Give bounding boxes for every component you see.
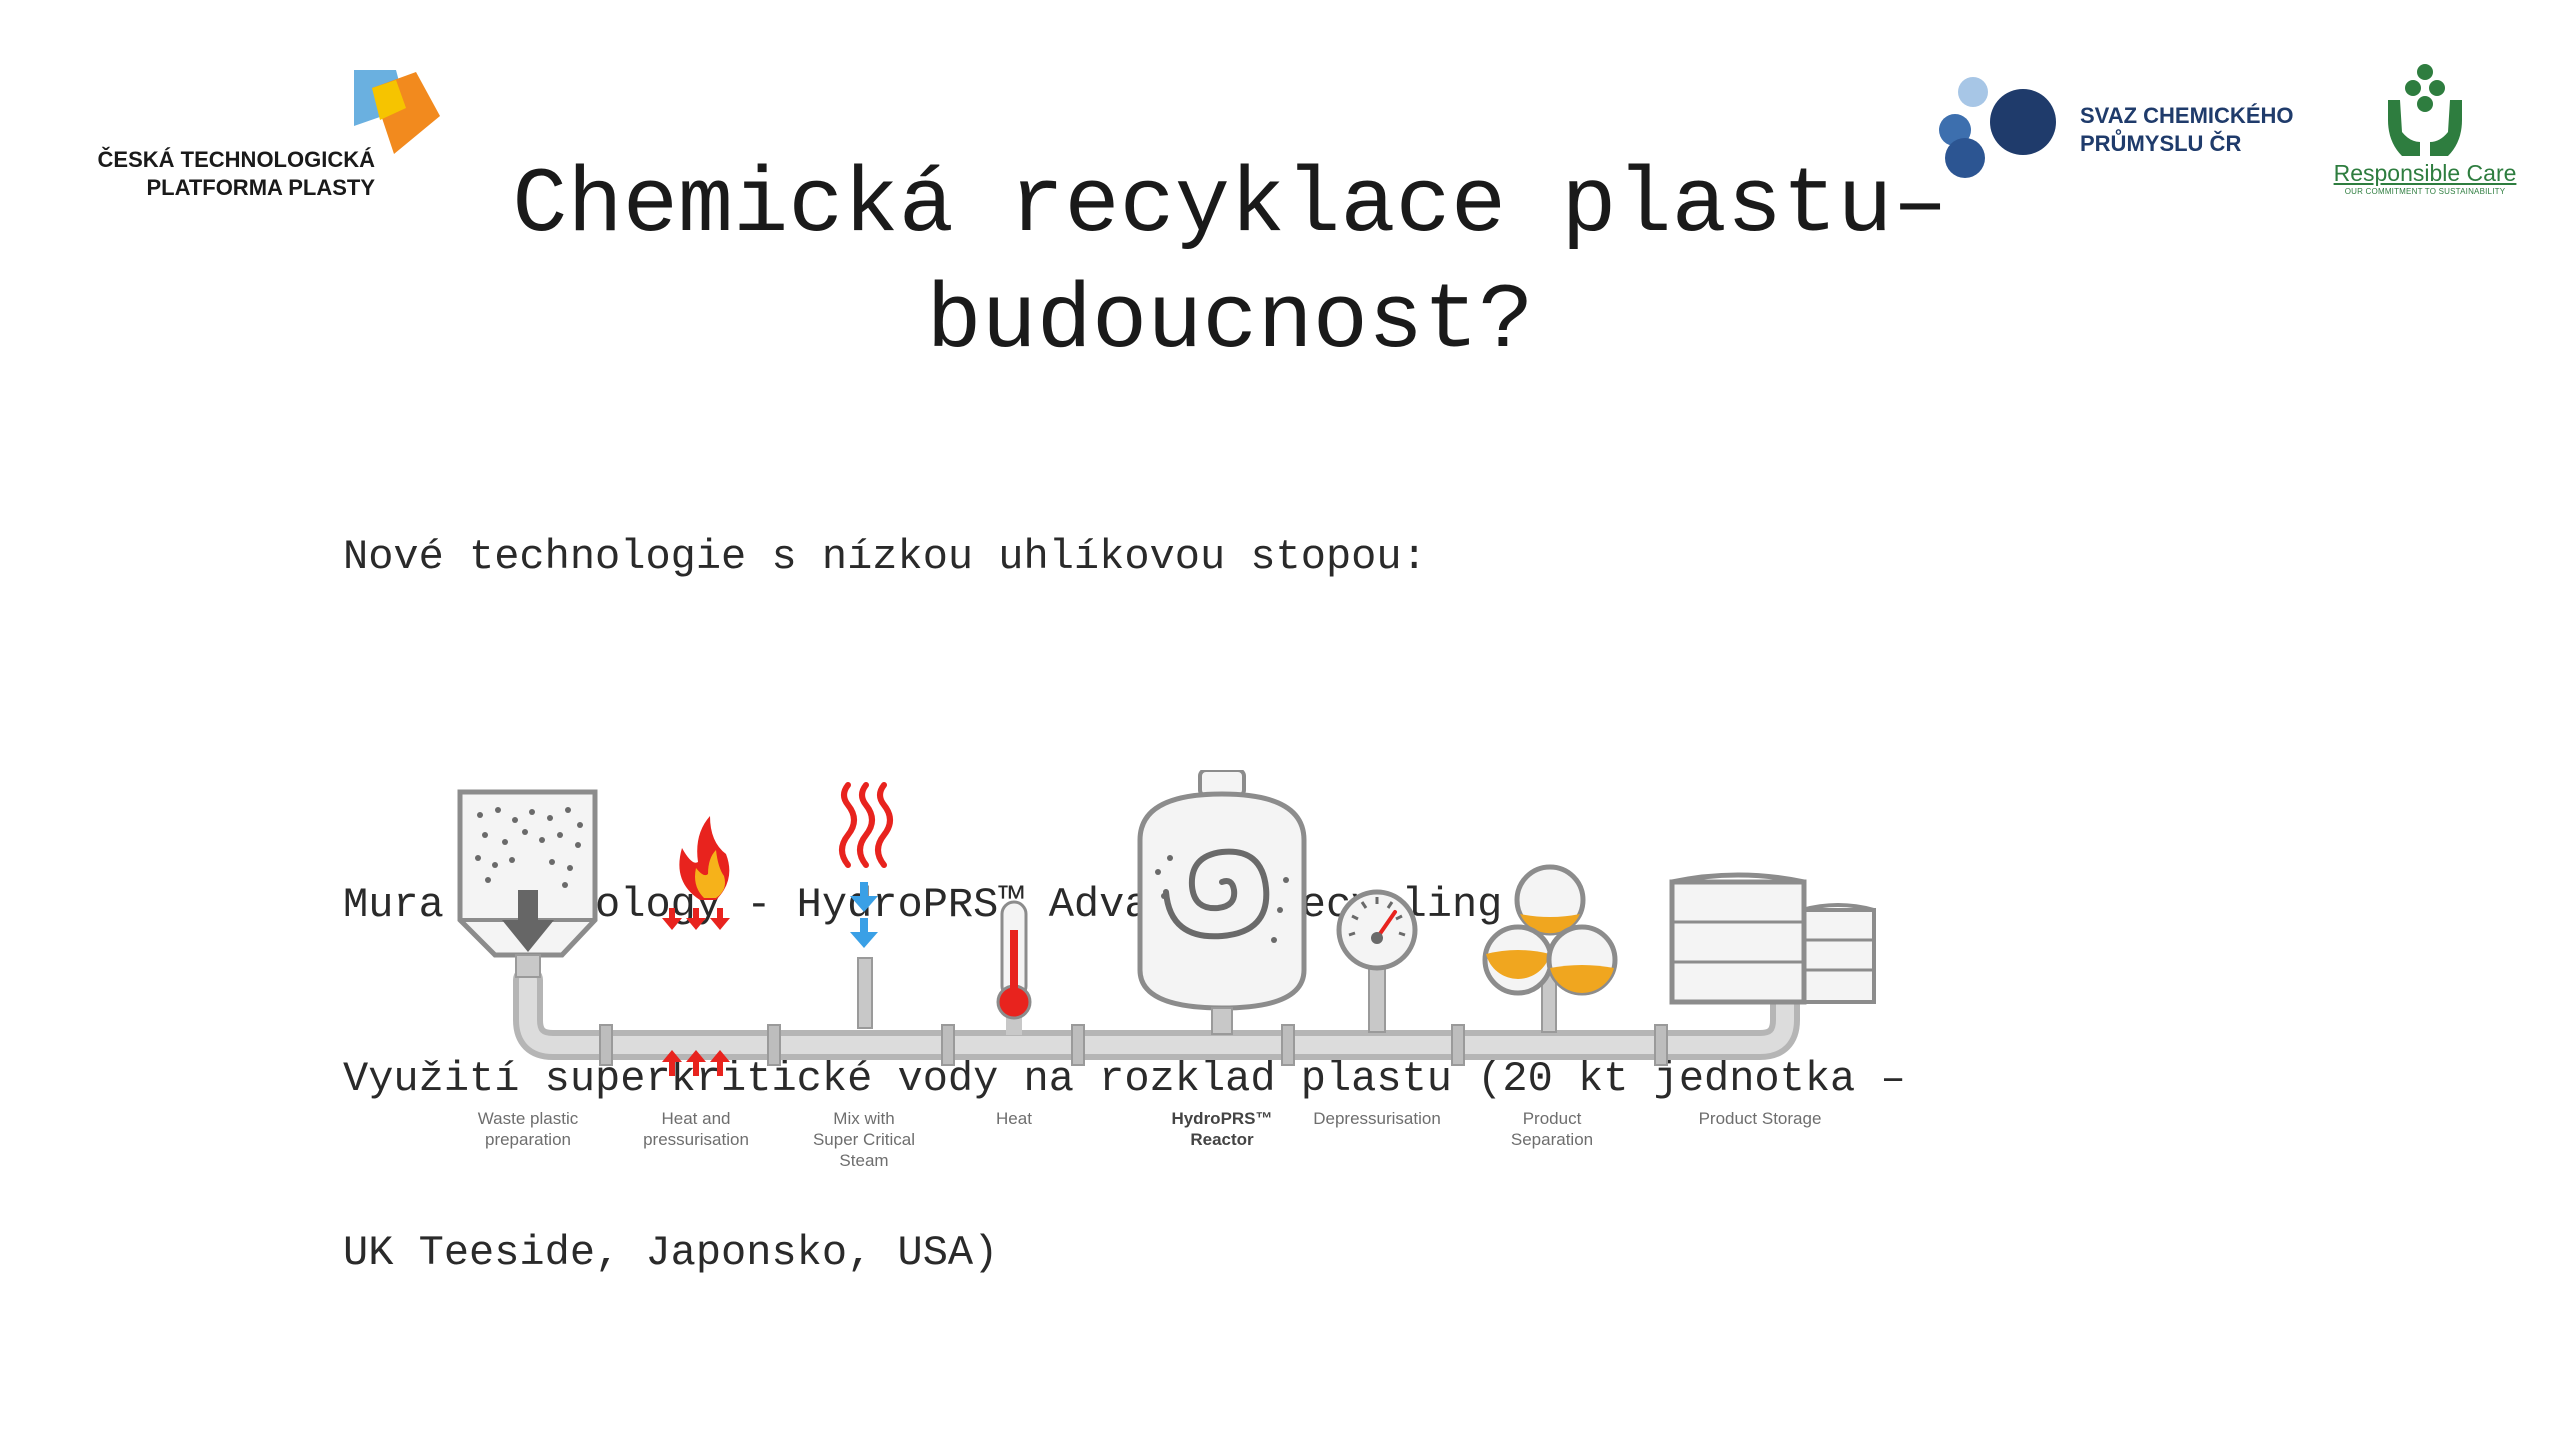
- caption-line: Separation: [1510, 1130, 1594, 1149]
- step-caption-heat: Heat: [934, 1108, 1094, 1129]
- step-caption-depressurisation: Depressurisation: [1287, 1108, 1467, 1129]
- slide-title: Chemická recyklace plastu– budoucnost?: [360, 148, 2100, 380]
- step-caption-waste-prep: Waste plastic preparation: [448, 1108, 608, 1150]
- pipe-joints: [599, 1024, 1668, 1066]
- responsible-care-logo: [2380, 60, 2470, 165]
- svaz-logo-mark: [1939, 77, 2056, 178]
- ctp-logo: [350, 68, 450, 165]
- pressure-arrows-up-icon: [662, 1050, 730, 1076]
- caption-line: Product Storage: [1698, 1109, 1822, 1128]
- caption-line: Steam: [839, 1151, 889, 1170]
- process-diagram: Waste plastic preparation Heat and press…: [440, 768, 1910, 1170]
- step-caption-reactor: HydroPRS™ Reactor: [1142, 1108, 1302, 1150]
- svaz-logo-text: SVAZ CHEMICKÉHO PRŮMYSLU ČR: [2080, 102, 2294, 158]
- caption-line: Product: [1522, 1109, 1582, 1128]
- separation-spheres-icon: [1482, 864, 1618, 1033]
- caption-line: Depressurisation: [1313, 1109, 1441, 1128]
- slide-title-line1: Chemická recyklace plastu–: [512, 153, 1948, 258]
- hopper-icon: [457, 789, 598, 978]
- responsible-care-text: Responsible Care OUR COMMITMENT TO SUSTA…: [2320, 160, 2530, 196]
- pressure-arrows-down-icon: [662, 908, 730, 930]
- step-caption-product-separation: Product Separation: [1472, 1108, 1632, 1150]
- ctp-logo-mark: [354, 70, 440, 154]
- caption-line: HydroPRS™: [1171, 1109, 1273, 1128]
- reactor-icon: [1137, 768, 1307, 1035]
- steam-icon: [839, 782, 893, 868]
- ctp-logo-line2: PLATFORMA PLASTY: [146, 175, 375, 200]
- caption-line: Heat and: [661, 1109, 731, 1128]
- process-diagram-graphic: [457, 768, 1876, 1076]
- caption-line: Mix with: [833, 1109, 895, 1128]
- ctp-logo-line1: ČESKÁ TECHNOLOGICKÁ: [97, 147, 375, 172]
- pressure-gauge-icon: [1336, 889, 1418, 1033]
- caption-line: Waste plastic: [477, 1109, 579, 1128]
- svaz-logo: [1935, 70, 2070, 187]
- responsible-care-tagline: OUR COMMITMENT TO SUSTAINABILITY: [2344, 187, 2506, 196]
- slide-intro: Nové technologie s nízkou uhlíkovou stop…: [343, 533, 1427, 581]
- ctp-logo-text: ČESKÁ TECHNOLOGICKÁ PLATFORMA PLASTY: [90, 146, 375, 202]
- thermometer-icon: [996, 900, 1032, 1035]
- slide-line3: UK Teeside, Japonsko, USA): [343, 1229, 999, 1277]
- caption-line: Reactor: [1190, 1130, 1254, 1149]
- responsible-care-mark: [2388, 64, 2462, 156]
- steam-arrows-down-icon: [850, 882, 878, 948]
- svaz-logo-line1: SVAZ CHEMICKÉHO: [2080, 103, 2294, 128]
- step-caption-heat-pressurisation: Heat and pressurisation: [616, 1108, 776, 1150]
- caption-line: Super Critical: [812, 1130, 916, 1149]
- responsible-care-name: Responsible Care: [2333, 160, 2517, 186]
- caption-line: preparation: [484, 1130, 571, 1149]
- step-caption-mix-steam: Mix with Super Critical Steam: [784, 1108, 944, 1171]
- caption-line: Heat: [996, 1109, 1032, 1128]
- flame-icon: [679, 816, 730, 900]
- caption-line: pressurisation: [643, 1130, 749, 1149]
- svaz-logo-line2: PRŮMYSLU ČR: [2080, 131, 2242, 156]
- slide-title-line2: budoucnost?: [926, 269, 1534, 374]
- step-caption-product-storage: Product Storage: [1660, 1108, 1860, 1129]
- storage-tanks-icon: [1669, 872, 1876, 1005]
- slide-spacer: [343, 702, 2243, 760]
